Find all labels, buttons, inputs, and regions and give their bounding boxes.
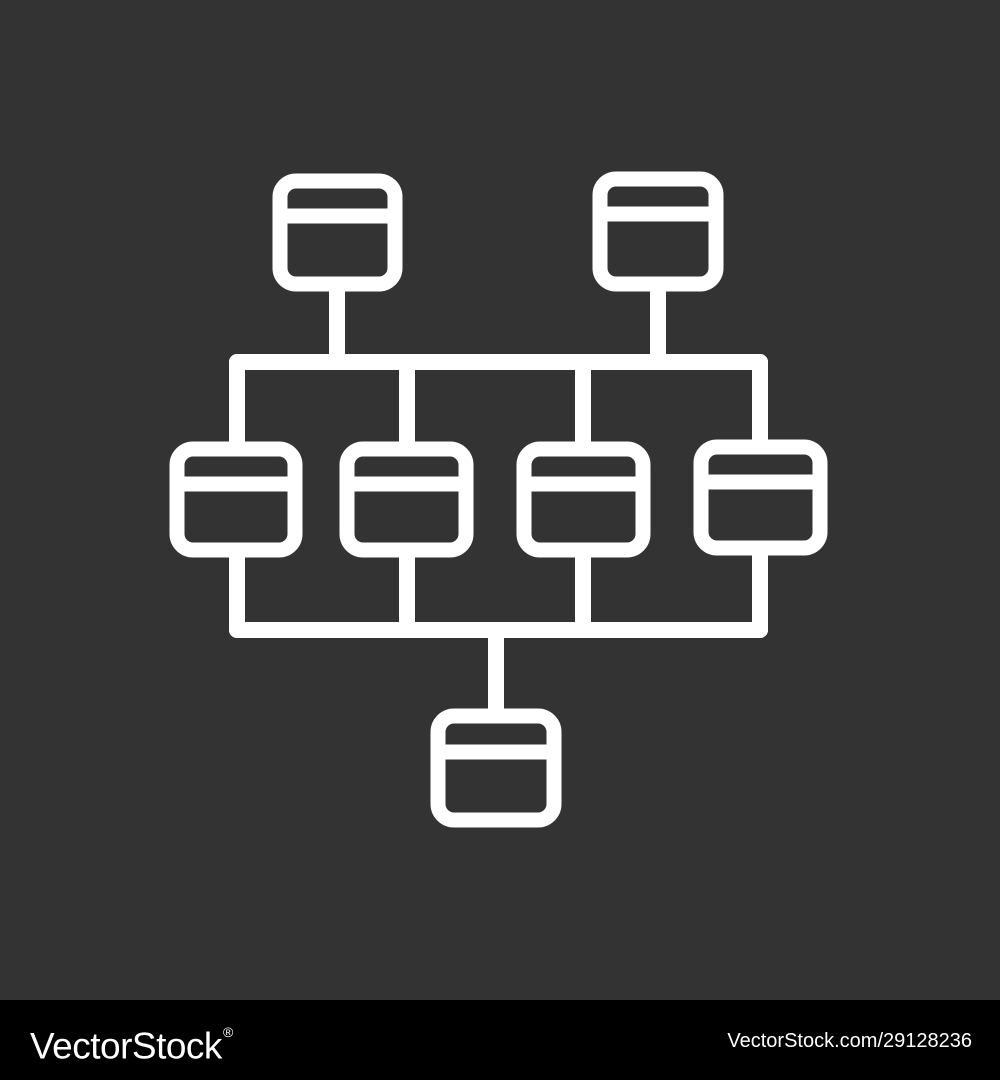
node-boxes [169, 171, 828, 828]
node-middle-4 [693, 439, 828, 556]
node-middle-2 [339, 441, 474, 558]
node-bottom [430, 708, 562, 828]
node-middle-3 [516, 441, 651, 558]
node-top-right [592, 171, 724, 292]
watermark-footer: VectorStock® VectorStock.com/29128236 [0, 1000, 1000, 1080]
node-middle-1 [169, 441, 303, 558]
vectorstock-logo[interactable]: VectorStock® [30, 1016, 233, 1067]
node-top-left [272, 173, 403, 292]
logo-text: VectorStock [30, 1025, 222, 1067]
registered-mark: ® [222, 1024, 233, 1040]
diagram-canvas [169, 171, 828, 828]
image-url[interactable]: VectorStock.com/29128236 [727, 1030, 972, 1052]
hierarchy-network-icon [169, 171, 828, 828]
connector-lines [229, 279, 768, 720]
